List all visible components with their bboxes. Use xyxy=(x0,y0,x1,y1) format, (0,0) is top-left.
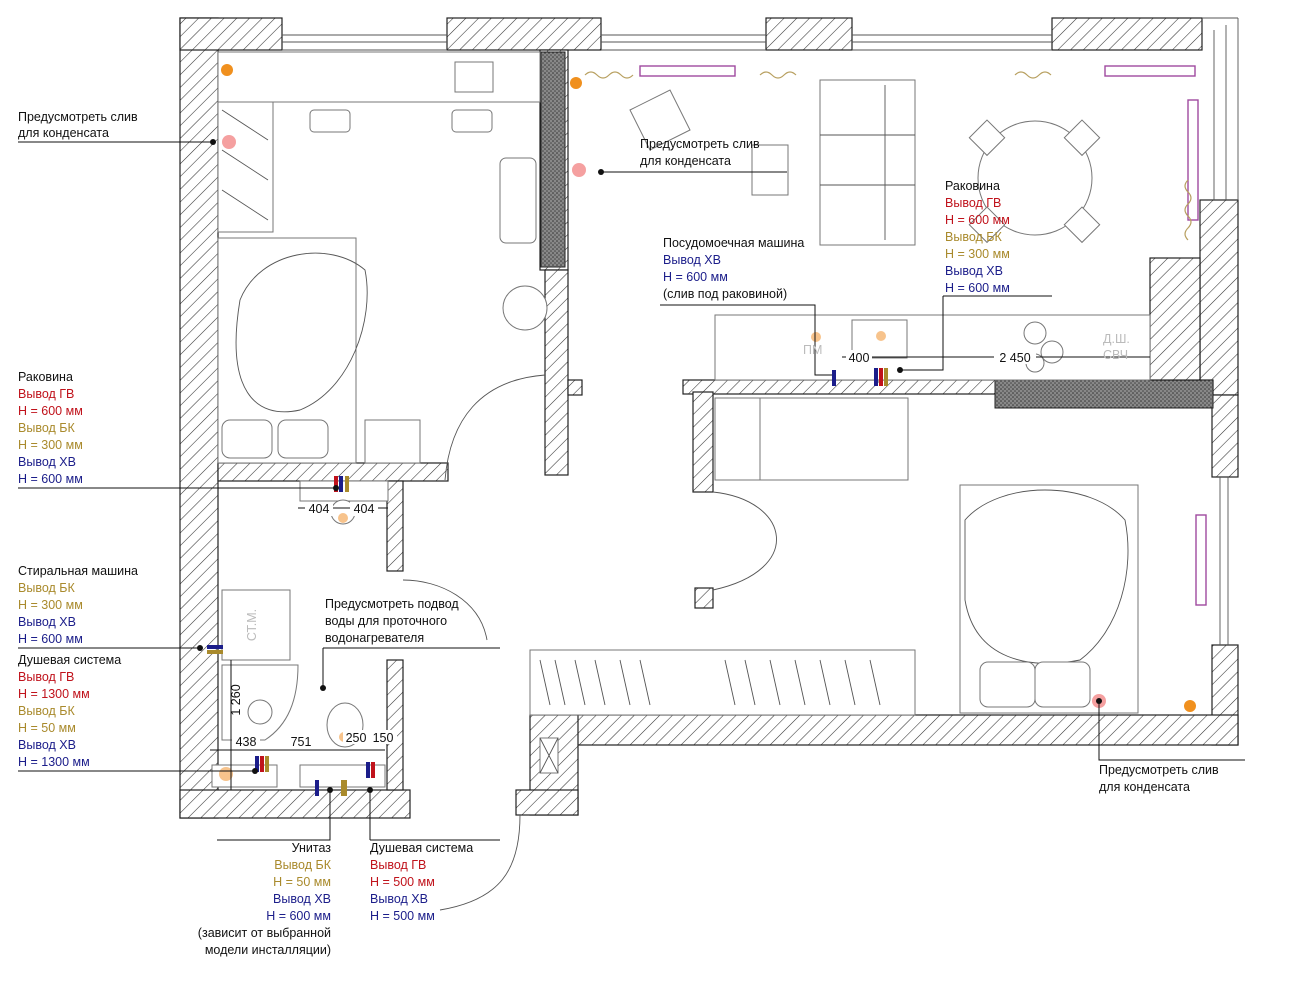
spec-note: модели инсталляции) xyxy=(205,943,331,957)
spec-line: Вывод ХВ xyxy=(663,253,721,267)
leader-dots xyxy=(197,139,1102,793)
note-condensate-bottom-right: Предусмотреть слив для конденсата xyxy=(1099,763,1219,794)
dw-mw-abbr: Д.Ш. xyxy=(1103,332,1130,346)
spec-line: Н = 1300 мм xyxy=(18,687,90,701)
shower-right-spec: Душевая система Вывод ГВ Н = 500 мм Выво… xyxy=(370,841,473,923)
shower-left-spec: Душевая система Вывод ГВ Н = 1300 мм Выв… xyxy=(18,653,121,769)
spec-line: Вывод ХВ xyxy=(273,892,331,906)
spec-line: Н = 300 мм xyxy=(945,247,1010,261)
dim-150: 150 xyxy=(373,731,394,745)
note-line: Предусмотреть слив xyxy=(18,110,138,124)
spec-note: (зависит от выбранной xyxy=(198,926,331,940)
spec-title: Раковина xyxy=(18,370,73,384)
note-water-heater: Предусмотреть подвод воды для проточного… xyxy=(325,597,459,645)
spec-line: Н = 50 мм xyxy=(18,721,76,735)
note-line: Предусмотреть слив xyxy=(640,137,760,151)
spec-title: Унитаз xyxy=(292,841,332,855)
dim-400: 400 xyxy=(849,351,870,365)
spec-line: Вывод ХВ xyxy=(18,615,76,629)
dim-751: 751 xyxy=(291,735,312,749)
spec-line: Н = 600 мм xyxy=(945,281,1010,295)
bath-sink-spec: Раковина Вывод ГВ Н = 600 мм Вывод БК Н … xyxy=(18,370,83,486)
pipe-outlets xyxy=(207,368,888,796)
spec-line: Вывод ХВ xyxy=(370,892,428,906)
spec-title: Посудомоечная машина xyxy=(663,236,804,250)
spec-line: Н = 1300 мм xyxy=(18,755,90,769)
dimensions: 400 2 450 404 404 1 260 438 751 250 150 xyxy=(229,350,1036,749)
spec-line: Вывод БК xyxy=(18,704,75,718)
spec-note: (слив под раковиной) xyxy=(663,287,787,301)
spec-title: Стиральная машина xyxy=(18,564,138,578)
spec-line: Вывод ХВ xyxy=(18,455,76,469)
note-condensate-top: Предусмотреть слив для конденсата xyxy=(640,137,760,168)
spec-line: Н = 600 мм xyxy=(18,472,83,486)
spec-title: Душевая система xyxy=(370,841,473,855)
curtains xyxy=(584,71,1192,241)
note-line: Предусмотреть слив xyxy=(1099,763,1219,777)
spec-line: Н = 600 мм xyxy=(663,270,728,284)
spec-line: Вывод ГВ xyxy=(370,858,426,872)
toilet-spec: Унитаз Вывод БК Н = 50 мм Вывод ХВ Н = 6… xyxy=(198,841,332,957)
spec-line: Н = 600 мм xyxy=(945,213,1010,227)
spec-line: Вывод БК xyxy=(945,230,1002,244)
spec-line: Вывод БК xyxy=(18,581,75,595)
dim-438: 438 xyxy=(236,735,257,749)
note-condensate-top-left: Предусмотреть слив для конденсата xyxy=(18,110,138,140)
spec-line: Н = 300 мм xyxy=(18,598,83,612)
appliance-labels: ПМ Д.Ш. СВЧ СТ.М. xyxy=(245,332,1130,641)
dim-2450: 2 450 xyxy=(999,351,1030,365)
spec-line: Н = 300 мм xyxy=(18,438,83,452)
spec-line: Вывод ГВ xyxy=(18,387,74,401)
washer-spec: Стиральная машина Вывод БК Н = 300 мм Вы… xyxy=(18,564,138,646)
spec-line: Н = 50 мм xyxy=(273,875,331,889)
furniture xyxy=(211,51,1151,911)
note-line: Предусмотреть подвод xyxy=(325,597,459,611)
washer-abbr: СТ.М. xyxy=(245,609,259,641)
dim-250: 250 xyxy=(346,731,367,745)
microwave-abbr: СВЧ xyxy=(1103,348,1128,362)
spec-line: Вывод ГВ xyxy=(18,670,74,684)
spec-line: Вывод ХВ xyxy=(945,264,1003,278)
note-line: воды для проточного xyxy=(325,614,447,628)
dim-404-left: 404 xyxy=(309,502,330,516)
spec-line: Вывод ХВ xyxy=(18,738,76,752)
radiators xyxy=(639,65,1207,606)
dim-404-right: 404 xyxy=(354,502,375,516)
spec-line: Н = 600 мм xyxy=(266,909,331,923)
spec-title: Раковина xyxy=(945,179,1000,193)
note-line: водонагревателя xyxy=(325,631,424,645)
kitchen-sink-spec: Раковина Вывод ГВ Н = 600 мм Вывод БК Н … xyxy=(945,179,1010,295)
spec-line: Н = 500 мм xyxy=(370,909,435,923)
spec-line: Н = 600 мм xyxy=(18,632,83,646)
spec-title: Душевая система xyxy=(18,653,121,667)
note-line: для конденсата xyxy=(640,154,731,168)
note-line: для конденсата xyxy=(18,126,109,140)
spec-line: Вывод БК xyxy=(274,858,331,872)
dim-1260: 1 260 xyxy=(229,684,243,715)
windows xyxy=(282,17,1239,645)
note-line: для конденсата xyxy=(1099,780,1190,794)
dishwasher-abbr: ПМ xyxy=(803,343,822,357)
dishwasher-spec: Посудомоечная машина Вывод ХВ Н = 600 мм… xyxy=(663,236,804,301)
spec-line: Вывод БК xyxy=(18,421,75,435)
spec-line: Н = 600 мм xyxy=(18,404,83,418)
spec-line: Вывод ГВ xyxy=(945,196,1001,210)
walls xyxy=(179,17,1239,819)
spec-line: Н = 500 мм xyxy=(370,875,435,889)
